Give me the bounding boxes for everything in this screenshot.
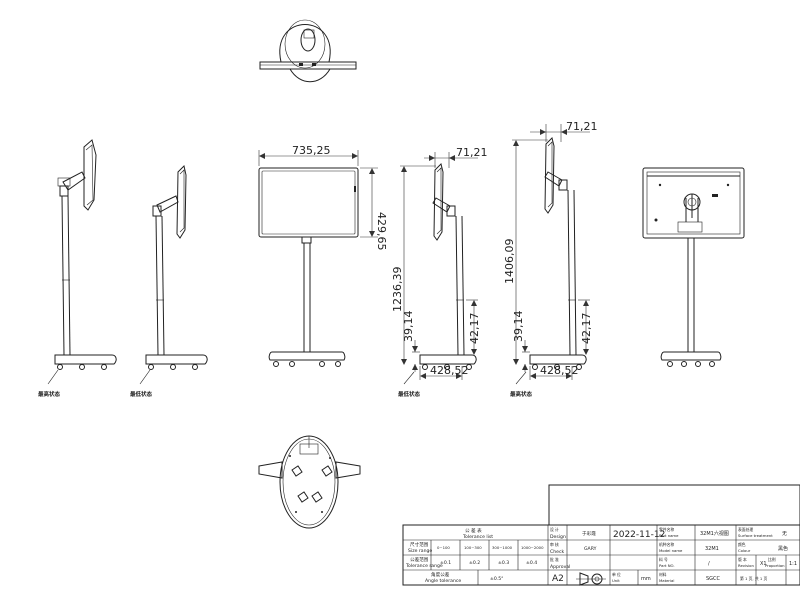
- dim-screen-height: 429,65: [375, 212, 388, 251]
- checker: GARY: [584, 546, 597, 552]
- side-view-lowest: 最低状态: [130, 165, 208, 398]
- range-0: 0~100: [437, 545, 450, 550]
- note-highest-1: 最高状态: [38, 390, 61, 398]
- note-highest-2: 最高状态: [510, 390, 533, 398]
- unit-cn: 单 位: [612, 572, 621, 577]
- colour-cn: 颜色: [738, 542, 746, 547]
- part-no-en: Part NO.: [659, 563, 675, 568]
- approval-label: Approval: [550, 564, 570, 570]
- unit-en: Unit: [612, 578, 620, 583]
- dim-base-width-1: 428,52: [430, 364, 469, 377]
- dim-lower-pole-1: 42,17: [468, 313, 481, 345]
- part-no: /: [708, 561, 710, 567]
- material: SGCC: [706, 576, 721, 582]
- part-name: 32M1六视图: [700, 530, 729, 537]
- surface: 无: [782, 531, 787, 537]
- designer: 于彩霞: [582, 530, 596, 537]
- model-cn: 机种名称: [659, 542, 674, 547]
- range-2: 300~1000: [492, 545, 513, 550]
- surface-cn: 表面处理: [738, 527, 753, 532]
- tol-1: ±0.2: [469, 560, 480, 566]
- dim-base-width-2: 428,52: [540, 364, 579, 377]
- note-lowest-2: 最低状态: [398, 390, 421, 398]
- angle-tol-value: ±0.5°: [490, 576, 503, 582]
- approval-cn: 批 准: [550, 557, 559, 562]
- check-cn: 审 核: [550, 542, 559, 547]
- projection-symbol: [576, 572, 606, 586]
- dim-offset-front: 71,21: [456, 146, 488, 159]
- part-no-cn: 料 号: [659, 557, 668, 562]
- top-view: [259, 19, 357, 83]
- proportion: 1:1: [789, 561, 797, 567]
- tol-table-cn: 公 差 表: [465, 527, 482, 534]
- dim-height-low: 1236,39: [391, 267, 404, 313]
- page-number: 第 1 页, 共 1 页: [740, 576, 767, 581]
- revision: X1: [760, 561, 767, 567]
- model: 32M1: [705, 546, 719, 552]
- size-range-cn: 尺寸范围: [410, 541, 429, 548]
- tol-range-cn: 公差范围: [410, 556, 429, 563]
- range-1: 100~300: [464, 545, 482, 550]
- rear-view: [642, 167, 745, 367]
- material-en: Material: [659, 578, 674, 583]
- colour-en: Colour: [738, 548, 751, 553]
- bottom-view: [258, 435, 361, 529]
- proportion-en: Proportion: [765, 563, 785, 568]
- side-view-highest-dimensioned: 71,21 1406,09 39,14 42,17 428,52 最高状态: [503, 120, 598, 398]
- check-label: Check: [550, 549, 564, 555]
- part-name-en: Part name: [659, 533, 679, 538]
- colour: 黑色: [778, 545, 788, 552]
- tol-0: ±0.1: [440, 560, 451, 566]
- design-label: Design: [550, 534, 566, 540]
- unit: mm: [641, 576, 651, 582]
- surface-en: Surface treatment: [738, 533, 773, 538]
- side-view-tilted: 最高状态: [38, 139, 117, 398]
- title-block: 公 差 表 Tolerance list 尺寸范围 Size range 0~1…: [402, 484, 800, 586]
- revision-en: Revision: [738, 563, 754, 568]
- range-3: 1000~2000: [521, 545, 544, 550]
- sheet-size: A2: [552, 574, 564, 584]
- tol-range-en: Tolerance range: [405, 563, 443, 569]
- material-cn: 材料: [659, 572, 667, 577]
- front-view: 735,25 429,65: [258, 144, 388, 367]
- tol-2: ±0.3: [498, 560, 509, 566]
- model-en: Model name: [659, 548, 683, 553]
- dim-base-height-2: 39,14: [512, 311, 525, 343]
- design-cn: 设 计: [550, 527, 559, 532]
- part-name-cn: 零件名称: [659, 527, 674, 532]
- dim-offset-side: 71,21: [566, 120, 598, 133]
- dim-height-high: 1406,09: [503, 239, 516, 285]
- side-view-lowest-dimensioned: 71,21 1236,39 39,14 42,17 428,52 最低状态: [391, 146, 488, 398]
- design-date: 2022-11-12: [613, 530, 665, 540]
- proportion-cn: 比例: [768, 557, 776, 562]
- tol-table-en: Tolerance list: [462, 534, 493, 540]
- ver-cn: 版 本: [738, 557, 747, 562]
- size-range-en: Size range: [408, 548, 432, 554]
- dim-lower-pole-2: 42,17: [580, 313, 593, 345]
- dim-base-height-1: 39,14: [402, 311, 415, 343]
- angle-tol-en: Angle tolerance: [425, 578, 461, 584]
- angle-tol-cn: 角度公差: [431, 571, 450, 578]
- dim-screen-width: 735,25: [292, 144, 331, 157]
- tol-3: ±0.4: [526, 560, 537, 566]
- note-lowest-1: 最低状态: [130, 390, 153, 398]
